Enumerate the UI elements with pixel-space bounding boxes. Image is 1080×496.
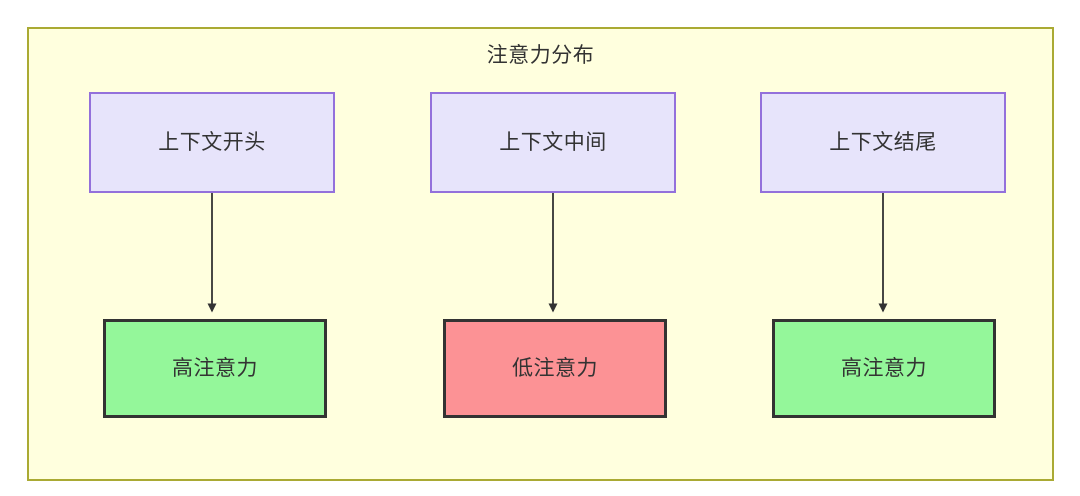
cluster-title: 注意力分布 (486, 44, 595, 67)
node-attention-high-left[interactable]: 高注意力 (103, 319, 327, 418)
node-attention-low-middle[interactable]: 低注意力 (443, 319, 667, 418)
node-context-middle[interactable]: 上下文中间 (430, 92, 676, 193)
node-context-start[interactable]: 上下文开头 (89, 92, 335, 193)
node-attention-high-right[interactable]: 高注意力 (772, 319, 996, 418)
node-context-end[interactable]: 上下文结尾 (760, 92, 1006, 193)
